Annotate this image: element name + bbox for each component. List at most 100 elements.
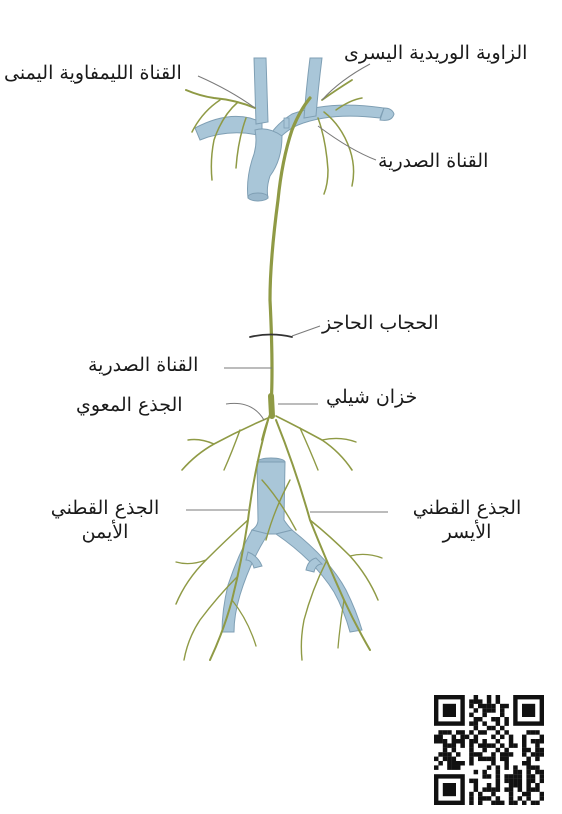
qr-module bbox=[478, 756, 483, 762]
qr-module bbox=[513, 783, 518, 788]
leader-thoracic-duct-top bbox=[317, 125, 377, 161]
qr-module bbox=[500, 734, 505, 740]
qr-module bbox=[504, 703, 509, 709]
qr-module bbox=[504, 787, 509, 792]
qr-module bbox=[456, 765, 461, 770]
qr-module bbox=[526, 761, 531, 766]
qr-module bbox=[513, 765, 518, 770]
qr-module bbox=[491, 734, 496, 740]
qr-module bbox=[451, 743, 457, 748]
qr-module bbox=[539, 774, 544, 779]
right-lumbar-branch-2 bbox=[183, 575, 239, 661]
qr-module bbox=[478, 800, 483, 805]
abdominal-branch-r2 bbox=[187, 438, 215, 445]
qr-module bbox=[535, 747, 540, 753]
qr-module bbox=[469, 739, 474, 744]
qr-module bbox=[539, 739, 544, 744]
qr-module bbox=[504, 730, 509, 735]
qr-module bbox=[491, 743, 496, 748]
qr-module bbox=[495, 800, 501, 805]
qr-module bbox=[530, 774, 536, 779]
qr-module bbox=[473, 695, 479, 700]
qr-module bbox=[469, 699, 474, 704]
qr-module bbox=[495, 778, 501, 784]
leader-lines bbox=[186, 63, 388, 513]
qr-module bbox=[438, 761, 443, 766]
qr-module bbox=[486, 765, 492, 770]
qr-finder-core bbox=[442, 703, 456, 717]
qr-module bbox=[526, 791, 531, 797]
qr-module bbox=[539, 791, 544, 797]
qr-module bbox=[491, 761, 496, 766]
qr-module bbox=[473, 769, 479, 775]
qr-module bbox=[508, 800, 514, 805]
qr-module bbox=[526, 783, 531, 788]
qr-module bbox=[500, 703, 505, 709]
qr-module bbox=[508, 774, 514, 779]
left-lumbar-branch-2 bbox=[300, 561, 327, 661]
qr-module bbox=[495, 721, 501, 726]
qr-module bbox=[486, 787, 492, 792]
qr-finder-core bbox=[442, 783, 456, 797]
qr-module bbox=[526, 765, 531, 770]
right-lymphatic-duct bbox=[185, 89, 256, 109]
qr-finder-ring bbox=[513, 695, 544, 726]
qr-module bbox=[486, 774, 492, 779]
qr-module bbox=[539, 778, 544, 784]
qr-module bbox=[517, 774, 523, 779]
qr-module bbox=[504, 752, 509, 757]
abdominal-branch-r3 bbox=[223, 429, 241, 471]
qr-module bbox=[535, 756, 540, 762]
superior-vena-cava-end bbox=[247, 192, 269, 202]
qr-module bbox=[535, 752, 540, 757]
qr-module bbox=[447, 765, 452, 770]
qr-module bbox=[526, 778, 531, 784]
qr-module bbox=[451, 747, 457, 753]
left-lymph-branch-1 bbox=[321, 79, 353, 101]
leader-intestinal-trunk bbox=[225, 402, 265, 421]
qr-module bbox=[469, 791, 474, 797]
qr-module bbox=[447, 730, 452, 735]
qr-module bbox=[482, 721, 487, 726]
qr-module bbox=[473, 721, 479, 726]
superior-vena-cava bbox=[247, 128, 283, 199]
qr-module bbox=[442, 743, 448, 748]
qr-module bbox=[460, 739, 465, 744]
left-subclavian-vein bbox=[379, 107, 395, 121]
qr-module bbox=[535, 800, 540, 805]
left-lymph-branch-3 bbox=[317, 117, 329, 195]
qr-module bbox=[508, 796, 514, 801]
qr-module bbox=[526, 756, 531, 762]
qr-module bbox=[530, 752, 536, 757]
qr-module bbox=[491, 725, 496, 731]
qr-module bbox=[495, 787, 501, 792]
qr-module bbox=[434, 734, 439, 740]
qr-module bbox=[495, 695, 501, 700]
qr-module bbox=[535, 730, 540, 735]
qr-module bbox=[491, 708, 496, 713]
qr-module bbox=[482, 712, 487, 718]
qr-module bbox=[508, 791, 514, 797]
qr-module bbox=[442, 752, 448, 757]
qr-module bbox=[491, 717, 496, 722]
qr-module bbox=[473, 783, 479, 788]
qr-module bbox=[500, 712, 505, 718]
qr-module bbox=[495, 717, 501, 722]
qr-module bbox=[504, 721, 509, 726]
qr-module bbox=[508, 778, 514, 784]
qr-module bbox=[522, 747, 527, 753]
qr-module bbox=[473, 787, 479, 792]
inferior-vena-cava bbox=[250, 461, 293, 535]
qr-module bbox=[495, 769, 501, 775]
label-thoracic-duct-top: القناة الصدرية bbox=[378, 150, 489, 172]
qr-module bbox=[442, 747, 448, 753]
label-cisterna-chyli: خزان شيلي bbox=[326, 386, 418, 408]
qr-module bbox=[469, 730, 474, 735]
qr-module bbox=[530, 778, 536, 784]
qr-module bbox=[517, 778, 523, 784]
qr-module bbox=[517, 783, 523, 788]
qr-module bbox=[526, 730, 531, 735]
qr-module bbox=[504, 717, 509, 722]
qr-module bbox=[491, 752, 496, 757]
cisterna-chyli bbox=[268, 393, 275, 419]
